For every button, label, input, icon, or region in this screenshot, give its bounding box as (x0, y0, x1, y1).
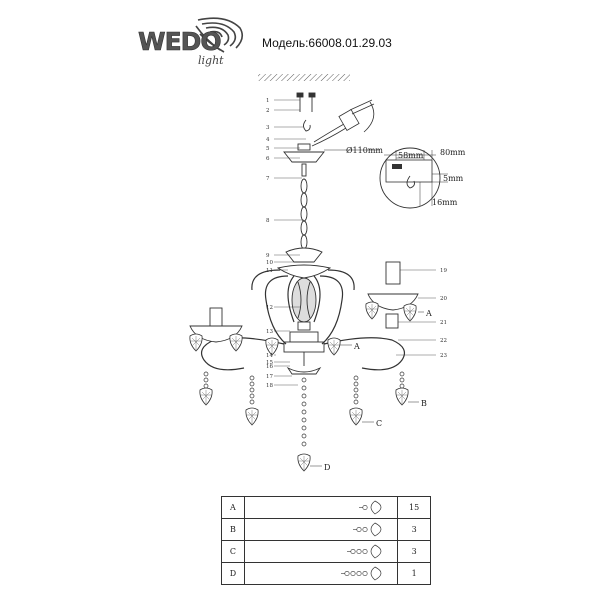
right-callouts: 19 20 21 22 23 (396, 268, 447, 359)
dim-width-label: 80mm (440, 148, 466, 157)
callout-number: 20 (440, 296, 447, 302)
mounting-screws (296, 92, 316, 132)
crystal-letter: D (324, 463, 330, 472)
brand-logo: WEDO light (138, 17, 244, 67)
canopy (283, 143, 325, 177)
callout-number: 8 (266, 218, 270, 224)
callout-number: 11 (266, 268, 273, 274)
crystal-callouts: A A B C D (310, 309, 432, 472)
callout-number: 22 (440, 338, 447, 344)
callout-number: 7 (266, 176, 270, 182)
part-drawing (243, 518, 399, 541)
bead-strands (203, 371, 405, 447)
crystal-icon (346, 544, 382, 559)
dim-height-label: 16mm (432, 198, 458, 207)
part-drawing (243, 540, 399, 563)
crystal-icon (340, 566, 382, 581)
callout-number: 2 (266, 108, 270, 114)
callout-number: 3 (266, 125, 270, 131)
chain (300, 178, 308, 250)
dim-depth-label: 5mm (443, 174, 464, 183)
part-drawing (243, 496, 399, 519)
callout-number: 1 (266, 98, 270, 104)
part-code: C (221, 540, 245, 563)
callout-number: 21 (440, 320, 447, 326)
crystal-letter: C (376, 419, 382, 428)
callout-number: 4 (266, 137, 270, 143)
part-code: D (221, 562, 245, 585)
callout-number: 17 (266, 374, 273, 380)
part-drawing (243, 562, 399, 585)
callout-number: 10 (266, 260, 273, 266)
wire-connector (311, 99, 375, 147)
callout-number: 6 (266, 156, 270, 162)
brand-swirl-icon (195, 17, 244, 53)
part-code: B (221, 518, 245, 541)
parts-row: A 15 (221, 496, 431, 519)
ceiling-bracket-detail: Ø110mm 80mm 58mm 5mm 16mm (346, 146, 466, 209)
ceiling-hatch (258, 74, 350, 81)
callout-number: 16 (266, 364, 273, 370)
candle-cups (189, 261, 419, 343)
callout-number: 9 (266, 253, 270, 259)
crystal-icon (352, 522, 382, 537)
part-quantity: 3 (397, 540, 431, 563)
part-quantity: 15 (397, 496, 431, 519)
part-code: A (221, 496, 245, 519)
callout-number: 15 (266, 360, 273, 366)
callout-number: 5 (266, 146, 270, 152)
callout-number: 19 (440, 268, 447, 274)
dim-inner-label: 58mm (398, 151, 424, 160)
callout-number: 18 (266, 383, 273, 389)
callout-number: 13 (266, 329, 273, 335)
brand-name: WEDO (138, 27, 221, 56)
callout-number: 12 (266, 305, 273, 311)
part-quantity: 1 (397, 562, 431, 585)
central-column (276, 247, 332, 375)
brand-script: light (198, 54, 224, 67)
dim-diameter-label: Ø110mm (346, 146, 383, 155)
model-number-label: Модель:66008.01.29.03 (262, 36, 392, 50)
crystal-letter: B (421, 399, 427, 408)
chandelier-diagram: Ø110mm 80mm 58mm 5mm 16mm (189, 74, 466, 472)
part-quantity: 3 (397, 518, 431, 541)
callout-number: 14 (266, 353, 273, 359)
crystal-letter: A (425, 309, 432, 318)
callout-number: 23 (440, 353, 447, 359)
crystal-icon (358, 500, 382, 515)
chandelier-arms (201, 269, 405, 371)
crystal-letter: A (353, 342, 360, 351)
